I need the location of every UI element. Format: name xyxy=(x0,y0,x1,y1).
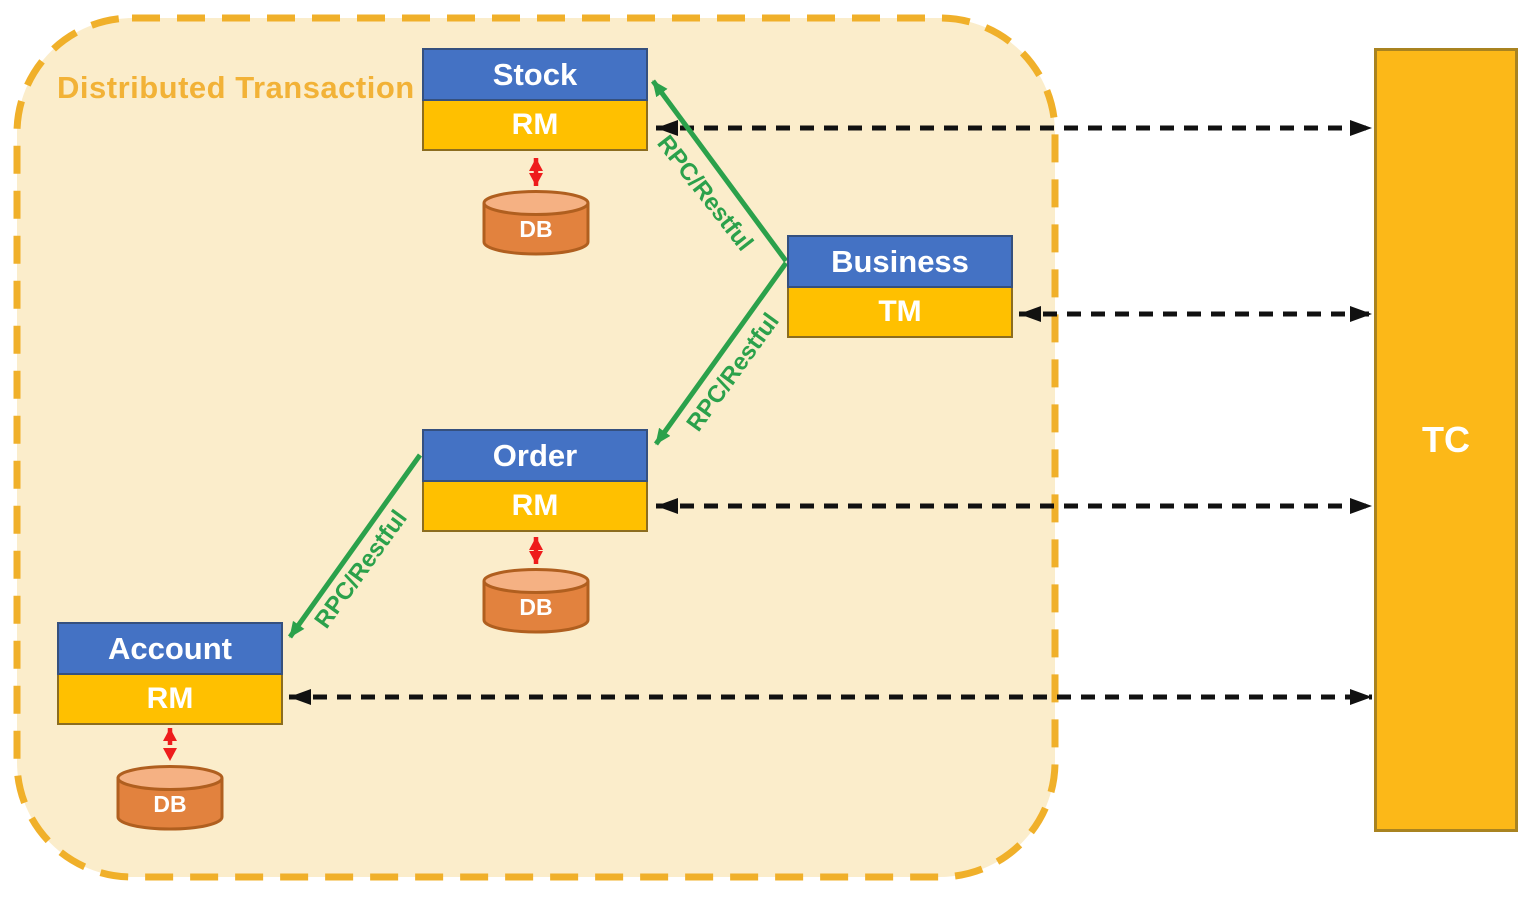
account-title: Account xyxy=(57,622,283,675)
database-icon: DB xyxy=(482,190,590,256)
arrow-order-to-account xyxy=(287,453,423,639)
account-db-label: DB xyxy=(153,791,186,817)
stock-rm-block: RM xyxy=(422,101,648,151)
account-db-cylinder: DB xyxy=(115,765,225,831)
stock-db-label: DB xyxy=(519,216,552,242)
database-icon: DB xyxy=(116,765,224,831)
stock-title: Stock xyxy=(422,48,648,101)
stock-db-cylinder: DB xyxy=(481,190,591,256)
frame-title: Distributed Transaction xyxy=(57,70,415,105)
order-rm-block: RM xyxy=(422,482,648,532)
arrow-business-to-stock xyxy=(650,79,789,263)
node-order: Order RM xyxy=(422,429,648,532)
business-title: Business xyxy=(787,235,1013,288)
node-tc: TC xyxy=(1374,48,1518,832)
order-title: Order xyxy=(422,429,648,482)
node-account: Account RM xyxy=(57,622,283,725)
rpc-label-business-order: RPC/Restful xyxy=(681,308,784,436)
account-rm-block: RM xyxy=(57,675,283,725)
node-business: Business TM xyxy=(787,235,1013,338)
node-stock: Stock RM xyxy=(422,48,648,151)
order-db-cylinder: DB xyxy=(481,568,591,634)
arrow-business-to-order xyxy=(653,261,789,446)
order-db-label: DB xyxy=(519,594,552,620)
tc-label: TC xyxy=(1422,419,1470,460)
database-icon: DB xyxy=(482,568,590,634)
rpc-label-order-account: RPC/Restful xyxy=(309,505,412,633)
business-tm-block: TM xyxy=(787,288,1013,338)
